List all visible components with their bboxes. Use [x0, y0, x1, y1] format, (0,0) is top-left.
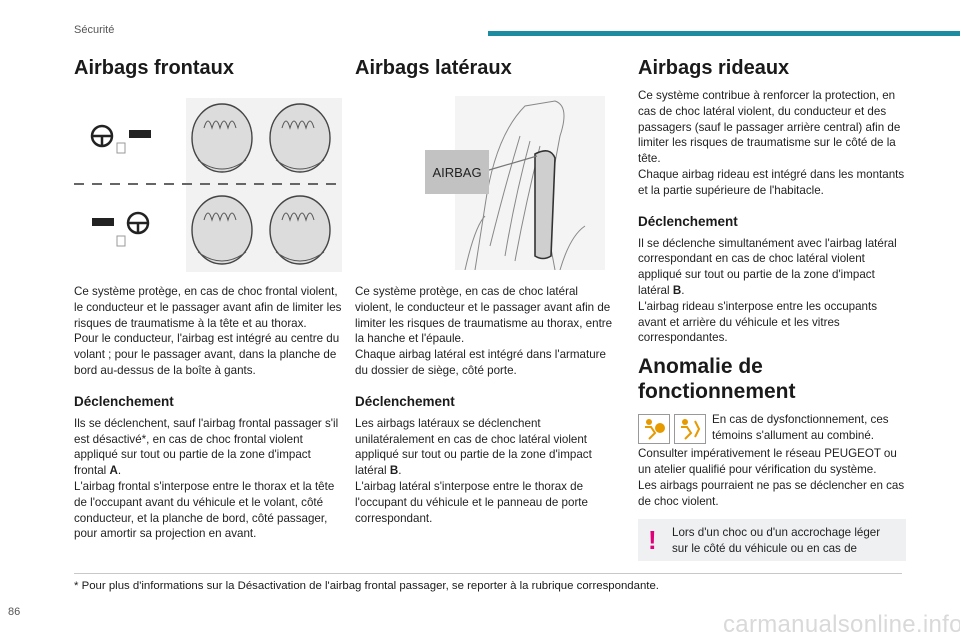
footnote-divider — [74, 573, 902, 574]
malfunction-instructions: Consulter impérativement le réseau PEUGE… — [638, 447, 905, 508]
dashboard-left-hand-drive-icon — [90, 124, 151, 154]
malfunction-lamp-text: En cas de dysfonctionnement, ces témoins… — [712, 413, 889, 442]
column-frontal-airbags: Airbags frontaux — [74, 56, 342, 542]
warning-note-text: Lors d'un choc ou d'un accrochage léger … — [672, 526, 881, 556]
frontal-airbags-illustration — [74, 98, 342, 272]
side-airbags-description: Ce système protège, en cas de choc latér… — [355, 285, 613, 377]
curtain-airbags-title: Airbags rideaux — [638, 57, 790, 79]
airbag-warning-lamp-icon — [638, 414, 670, 445]
side-airbag-warning-lamp-icon — [674, 414, 706, 445]
header-accent-bar — [488, 31, 960, 36]
section-header: Sécurité — [74, 24, 115, 36]
column-side-airbags: Airbags latéraux AIRBAG Ce système protè… — [355, 56, 617, 526]
side-airbag-seat-illustration: AIRBAG — [355, 96, 623, 271]
footnote: * Pour plus d'informations sur la Désact… — [74, 580, 659, 592]
warning-note-box: ! Lors d'un choc ou d'un accrochage lége… — [638, 519, 906, 562]
curtain-deployment-heading: Déclenchement — [638, 213, 738, 229]
frontal-airbags-description: Ce système protège, en cas de choc front… — [74, 285, 342, 377]
frontal-deployment-text: Ils se déclenchent, sauf l'airbag fronta… — [74, 416, 339, 541]
page-number: 86 — [8, 606, 21, 618]
airbag-label-badge: AIRBAG — [425, 150, 489, 194]
side-airbags-title: Airbags latéraux — [355, 57, 512, 79]
curtain-airbags-description: Ce système contribue à renforcer la prot… — [638, 89, 905, 197]
curtain-deployment-text: Il se déclenche simultanément avec l'air… — [638, 236, 897, 345]
exclamation-warning-icon: ! — [648, 525, 657, 556]
malfunction-title: Anomalie de fonctionnement — [638, 355, 796, 404]
dashboard-right-hand-drive-icon — [92, 211, 150, 247]
side-deployment-heading: Déclenchement — [355, 393, 455, 409]
side-deployment-text: Les airbags latéraux se déclenchent unil… — [355, 416, 592, 525]
watermark: carmanualsonline.info — [723, 611, 960, 638]
frontal-airbags-title: Airbags frontaux — [74, 57, 235, 79]
frontal-deployment-heading: Déclenchement — [74, 393, 174, 409]
malfunction-warning-row: En cas de dysfonctionnement, ces témoins… — [638, 412, 906, 445]
column-curtain-airbags: Airbags rideaux Ce système contribue à r… — [638, 56, 906, 562]
